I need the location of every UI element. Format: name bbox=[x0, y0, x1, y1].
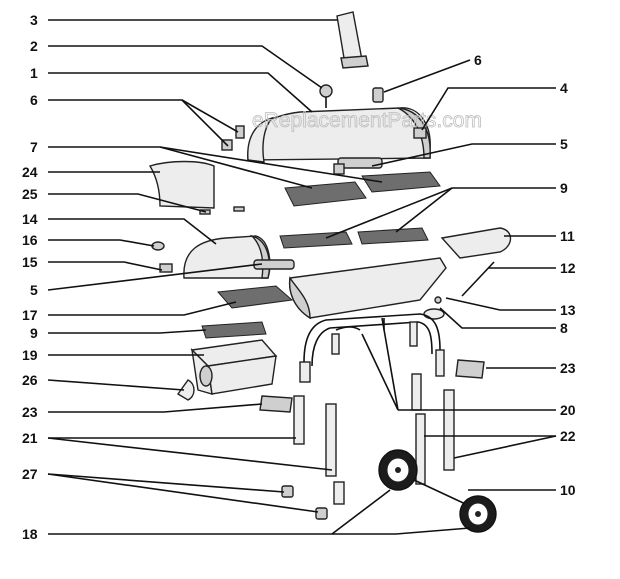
callout-19: 19 bbox=[22, 347, 38, 363]
callout-5-top: 5 bbox=[560, 136, 568, 152]
callout-12: 12 bbox=[560, 260, 576, 276]
callout-14: 14 bbox=[22, 211, 38, 227]
callout-1: 1 bbox=[30, 65, 38, 81]
callout-15: 15 bbox=[22, 254, 38, 270]
part-leg-frame bbox=[299, 313, 445, 383]
callout-2: 2 bbox=[30, 38, 38, 54]
callout-labels: 3 2 1 6 7 24 25 14 16 15 5 17 9 19 26 23… bbox=[22, 12, 576, 542]
part-side-shelf bbox=[440, 227, 512, 259]
callout-23-right: 23 bbox=[560, 360, 576, 376]
part-leg-caps bbox=[281, 485, 328, 520]
callout-3: 3 bbox=[30, 12, 38, 28]
callout-6-left: 6 bbox=[30, 92, 38, 108]
part-main-body bbox=[288, 257, 447, 320]
callout-24: 24 bbox=[22, 164, 38, 180]
part-firebox bbox=[190, 339, 278, 395]
callout-23-left: 23 bbox=[22, 404, 38, 420]
part-charcoal-grates bbox=[279, 227, 429, 249]
callout-27: 27 bbox=[22, 466, 38, 482]
part-ash-grate bbox=[201, 321, 267, 339]
callout-7: 7 bbox=[30, 139, 38, 155]
callout-9-lower: 9 bbox=[30, 325, 38, 341]
part-side-plate-left bbox=[259, 395, 293, 413]
callout-20: 20 bbox=[560, 402, 576, 418]
callout-13: 13 bbox=[560, 302, 576, 318]
leader-lines bbox=[47, 19, 557, 535]
callout-11: 11 bbox=[560, 228, 575, 244]
part-smoke-stack bbox=[336, 11, 369, 69]
callout-18: 18 bbox=[22, 526, 38, 542]
part-rod bbox=[461, 261, 495, 297]
callout-5-lower: 5 bbox=[30, 282, 38, 298]
callout-6-top: 6 bbox=[474, 52, 482, 68]
part-damper bbox=[176, 379, 195, 401]
part-cooking-grates bbox=[284, 171, 441, 207]
part-wheel-left bbox=[378, 449, 418, 491]
callout-25: 25 bbox=[22, 186, 38, 202]
part-leg-tubes bbox=[293, 373, 455, 505]
callout-22: 22 bbox=[560, 428, 576, 444]
watermark-text: eReplacementParts.com bbox=[252, 109, 482, 132]
callout-26: 26 bbox=[22, 372, 38, 388]
callout-21: 21 bbox=[22, 430, 38, 446]
callout-4: 4 bbox=[560, 80, 568, 96]
part-lid-knob bbox=[372, 87, 384, 103]
part-thermometer bbox=[319, 84, 333, 108]
callout-8: 8 bbox=[560, 320, 568, 336]
callout-17: 17 bbox=[22, 307, 38, 323]
callout-9-top: 9 bbox=[560, 180, 568, 196]
part-fire-grate bbox=[216, 285, 294, 309]
callout-16: 16 bbox=[22, 232, 38, 248]
part-wheel-right bbox=[459, 495, 497, 533]
part-lid-handle bbox=[333, 157, 383, 175]
callout-10: 10 bbox=[560, 482, 576, 498]
part-side-plate-right bbox=[455, 359, 485, 379]
part-lid-bracket bbox=[413, 127, 427, 139]
parts bbox=[148, 11, 512, 533]
part-firebox-clip bbox=[159, 263, 173, 273]
part-heat-shield bbox=[148, 160, 215, 209]
